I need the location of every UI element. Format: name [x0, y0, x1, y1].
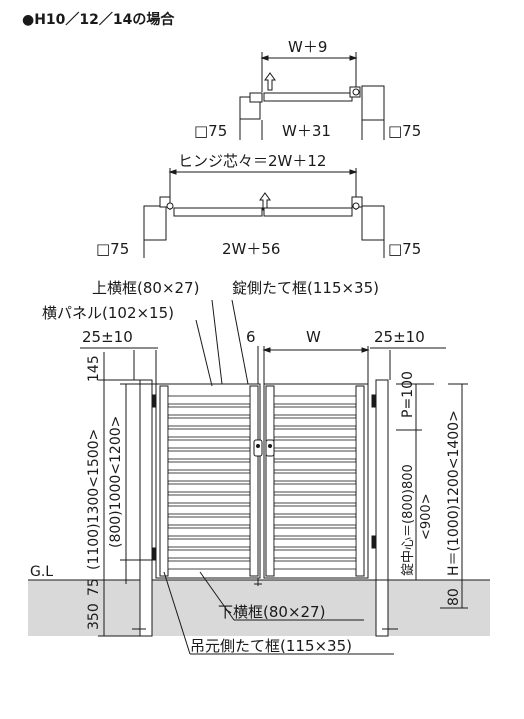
slat-panel — [167, 494, 251, 504]
slat-panel — [167, 395, 251, 405]
slat-panel — [273, 527, 357, 537]
dim-75-label: 75 — [86, 578, 102, 596]
slat-panel — [167, 549, 251, 559]
dim-w-plus-31: W＋31 — [282, 122, 331, 140]
slat-panel — [273, 439, 357, 449]
slat-panel — [167, 527, 251, 537]
slat-panel — [273, 549, 357, 559]
lock-handle-icon — [253, 439, 275, 457]
slat-panel — [167, 472, 251, 482]
slat-panel — [273, 505, 357, 515]
slat-panel — [273, 538, 357, 548]
dim-350-label: 350 — [86, 603, 102, 630]
slat-panel — [273, 483, 357, 493]
dim-p100-label: P=100 — [400, 371, 416, 418]
width-label: W — [306, 328, 321, 346]
slat-panel — [273, 450, 357, 460]
slat-panel — [167, 406, 251, 416]
dim-2w-plus-56: 2W＋56 — [222, 240, 280, 258]
dim-w-plus-9: W＋9 — [288, 38, 327, 56]
slat-panel — [273, 395, 357, 405]
dim-80-label: 80 — [446, 588, 462, 606]
slat-panel — [167, 560, 251, 570]
slat-panel — [167, 417, 251, 427]
post-gap-left-label: 25±10 — [82, 328, 133, 346]
top-view-single — [239, 52, 385, 140]
slat-panel — [167, 516, 251, 526]
slat-panel — [273, 461, 357, 471]
post-size-left-1: □75 — [194, 122, 227, 140]
lock-side-frame-label: 錠側たて框(115×35) — [232, 279, 379, 297]
slat-panel — [167, 428, 251, 438]
slat-panel — [273, 428, 357, 438]
top-view-double — [143, 168, 385, 258]
slat-panel — [273, 516, 357, 526]
post-size-right-2: □75 — [388, 240, 421, 258]
header-title: ●H10／12／14の場合 — [22, 11, 175, 28]
gate-posts — [139, 379, 389, 637]
post-gap-right-label: 25±10 — [374, 328, 425, 346]
slat-panel — [167, 505, 251, 515]
upper-frame-label: 上横框(80×27) — [92, 279, 199, 297]
slat-panel — [273, 560, 357, 570]
lock-center-alt-label: <900> — [419, 493, 434, 540]
ground-area — [28, 580, 490, 636]
right-height-label: H＝(1000)1200<1400> — [446, 410, 462, 576]
slat-panel — [273, 417, 357, 427]
ground-level-label: G.L — [30, 564, 53, 580]
post-size-left-2: □75 — [96, 240, 129, 258]
slat-panel — [167, 461, 251, 471]
hinge-side-frame-label: 吊元側たて框(115×35) — [190, 637, 352, 655]
left-height-inner-label: (800)1000<1200> — [108, 416, 124, 548]
lock-center-label: 錠中心＝(800)800 — [401, 464, 416, 576]
slat-panel — [167, 450, 251, 460]
post-size-right-1: □75 — [388, 122, 421, 140]
slat-panel — [167, 439, 251, 449]
slat-panel — [273, 494, 357, 504]
panel-label: 横パネル(102×15) — [42, 304, 174, 322]
left-height-outer-label: (1100)1300<1500> — [86, 429, 102, 570]
dim-145-label: 145 — [86, 355, 102, 382]
front-dimension-lines — [80, 299, 468, 655]
lower-frame-label: 下横框(80×27) — [218, 603, 325, 621]
hinge-center-distance: ヒンジ芯々＝2W＋12 — [178, 152, 326, 170]
horizontal-panels — [167, 395, 357, 570]
slat-panel — [167, 538, 251, 548]
slat-panel — [167, 483, 251, 493]
center-gap-label: 6 — [246, 328, 256, 346]
slat-panel — [273, 406, 357, 416]
slat-panel — [273, 472, 357, 482]
